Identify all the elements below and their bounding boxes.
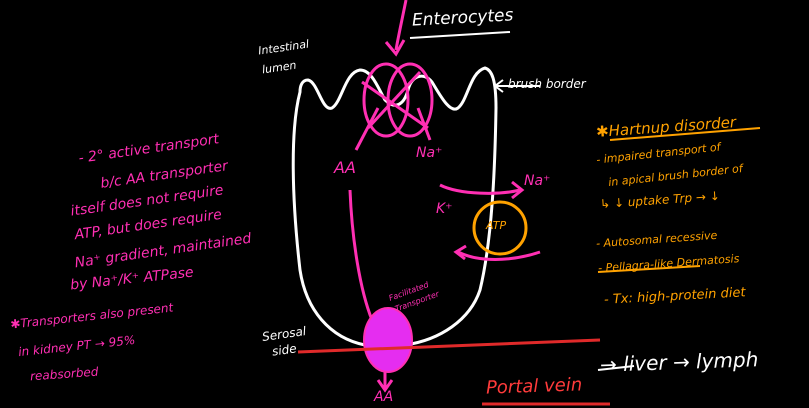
k-in-label: K⁺	[436, 202, 453, 216]
aa-path	[350, 190, 372, 320]
serosal-line	[298, 340, 600, 352]
aa-in-label: AA	[334, 160, 356, 176]
na-out-label: Na⁺	[524, 174, 550, 188]
na-in-label: Na⁺	[416, 146, 442, 160]
atpase-label: ATP	[486, 220, 506, 231]
portal-vein-label: Portal vein	[486, 376, 583, 397]
aa-out-label: AA	[374, 390, 393, 404]
entry-arrowhead	[386, 40, 404, 54]
title-underline	[410, 32, 510, 38]
flow-label: → liver → lymph	[600, 349, 759, 375]
brush-border-label: brush border	[508, 78, 586, 90]
na-path	[440, 185, 520, 193]
facilitated-transporter	[364, 308, 412, 372]
enterocyte-outline	[293, 68, 496, 345]
serosal-label-line2: side	[271, 342, 297, 357]
